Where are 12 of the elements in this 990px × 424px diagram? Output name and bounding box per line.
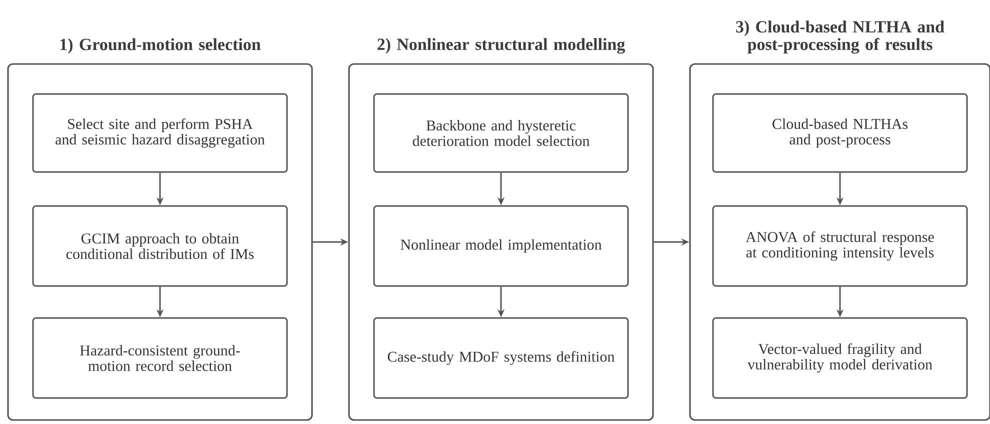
process-box: Case-study MDoF systems definition [373,317,629,399]
process-box: GCIM approach to obtain conditional distribution of IMs [32,205,288,287]
node-label: 1) Ground-motion selection [60,38,261,54]
process-box: Hazard-consistent ground-motion record selection [32,317,288,399]
node-label: 2) Nonlinear structural modelling [378,38,626,54]
process-box: Nonlinear model implementation [373,205,629,287]
process-box: Select site and perform PSHA and seismic hazard disaggregation [32,93,288,173]
process-box: Backbone and hysteretic deterioration model selection [373,93,629,173]
process-box: Cloud-based NLTHAs and post-process [712,93,968,173]
node-label: 3) Cloud-based NLTHA and post-processing of results [736,20,944,54]
process-box: Vector-valued fragility and vulnerability model derivation [712,317,968,399]
process-box: ANOVA of structural response at conditioning intensity levels [712,205,968,287]
